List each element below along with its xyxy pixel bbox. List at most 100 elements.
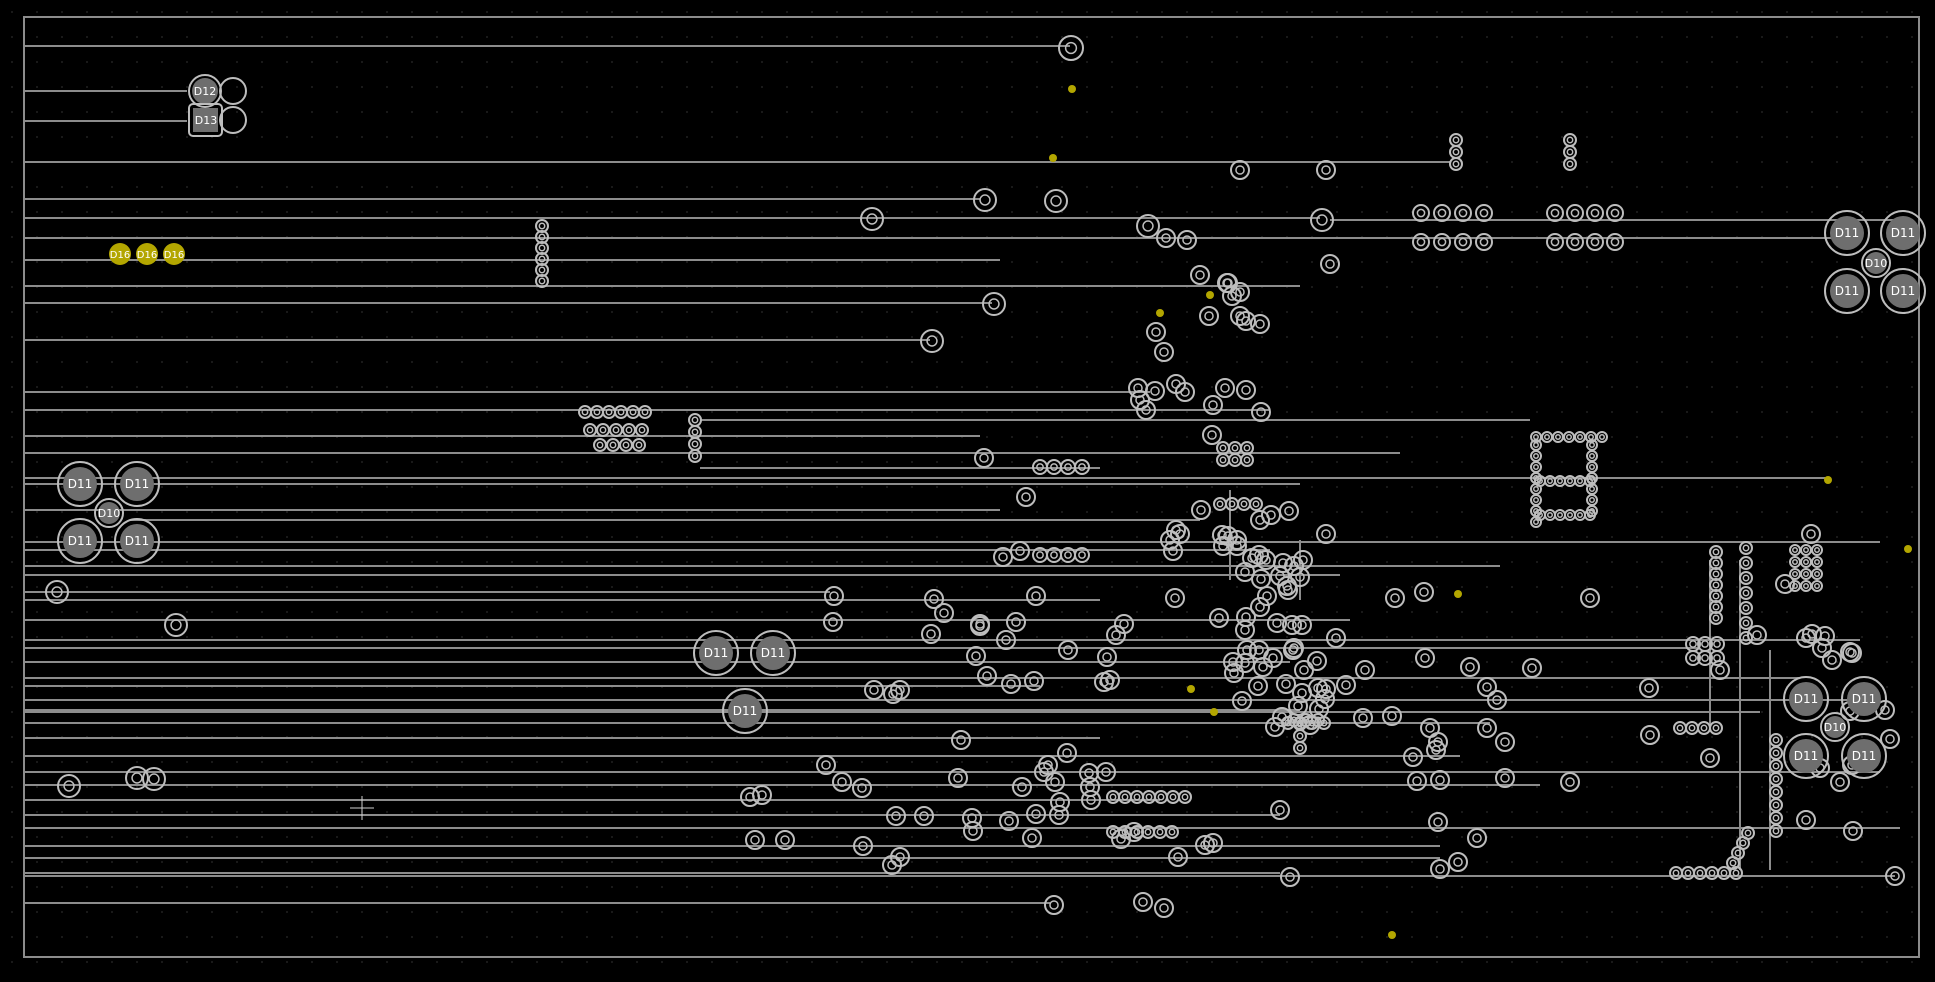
via-hole xyxy=(1437,208,1447,218)
via-hole xyxy=(1458,208,1468,218)
via-hole xyxy=(617,408,625,416)
via-hole xyxy=(538,233,546,241)
via-hole xyxy=(1063,645,1073,655)
via-ring xyxy=(775,830,795,850)
via-ring xyxy=(1739,631,1753,645)
component-label: D11 xyxy=(1852,749,1877,763)
via-hole xyxy=(1792,559,1798,565)
via-hole xyxy=(1247,553,1257,563)
via-ring xyxy=(974,448,994,468)
via-ring xyxy=(635,423,649,437)
via-ring xyxy=(1580,588,1600,608)
via-hole xyxy=(1732,869,1740,877)
via-hole xyxy=(1169,793,1177,801)
via-ring xyxy=(966,646,986,666)
via-hole xyxy=(1742,589,1750,597)
via-ring xyxy=(1178,790,1192,804)
via-hole xyxy=(1590,208,1600,218)
via-hole xyxy=(1204,311,1214,321)
via-hole xyxy=(1208,400,1218,410)
via-hole xyxy=(1772,749,1780,757)
via-ring xyxy=(1282,615,1302,635)
via-hole xyxy=(1567,478,1573,484)
via-hole xyxy=(1255,319,1265,329)
via-ring xyxy=(1885,866,1905,886)
via-ring xyxy=(1293,741,1307,755)
pad-outline xyxy=(1783,676,1829,722)
via-ring xyxy=(142,767,166,791)
via-hole xyxy=(1712,724,1720,732)
via-hole xyxy=(1116,834,1126,844)
via-hole xyxy=(926,335,938,347)
board-outline xyxy=(23,16,1920,958)
pad-fill xyxy=(699,636,733,670)
via-ring xyxy=(1769,824,1783,838)
via-ring xyxy=(1166,520,1186,540)
via-hole xyxy=(1739,839,1747,847)
via-hole xyxy=(1492,695,1502,705)
via-hole xyxy=(1772,736,1780,744)
via-hole xyxy=(1433,817,1443,827)
via-ring xyxy=(1256,550,1276,570)
via-hole xyxy=(1223,278,1233,288)
via-ring xyxy=(1697,650,1713,666)
via-ring xyxy=(1320,254,1340,274)
via-ring xyxy=(1454,233,1472,251)
via-hole xyxy=(1255,602,1265,612)
via-ring xyxy=(1815,626,1835,646)
via-ring xyxy=(688,449,702,463)
via-hole xyxy=(939,608,949,618)
via-ring xyxy=(1822,650,1842,670)
via-hole xyxy=(1544,434,1550,440)
via-ring xyxy=(948,768,968,788)
via-hole xyxy=(1527,663,1537,673)
via-hole xyxy=(1170,593,1180,603)
via-hole xyxy=(1285,872,1295,882)
via-ring xyxy=(1709,650,1725,666)
via-hole xyxy=(1465,662,1475,672)
via-ring xyxy=(57,774,81,798)
highlight-dot xyxy=(1824,476,1832,484)
pad-outline xyxy=(57,518,103,564)
via-hole xyxy=(1241,385,1251,395)
via-hole xyxy=(1533,442,1539,448)
via-hole xyxy=(148,773,160,785)
via-hole xyxy=(1237,696,1247,706)
via-ring xyxy=(864,680,884,700)
via-ring xyxy=(1166,374,1186,394)
via-hole xyxy=(1715,665,1725,675)
via-hole xyxy=(1453,857,1463,867)
via-hole xyxy=(1109,793,1117,801)
via-ring xyxy=(1880,729,1900,749)
via-hole xyxy=(780,835,790,845)
via-hole xyxy=(593,408,601,416)
via-hole xyxy=(1412,776,1422,786)
via-hole xyxy=(1479,237,1489,247)
via-ring xyxy=(1596,431,1608,443)
pad-outline xyxy=(219,77,247,105)
via-hole xyxy=(1173,852,1183,862)
via-ring xyxy=(1284,638,1304,658)
via-hole xyxy=(1258,662,1268,672)
via-hole xyxy=(1256,407,1266,417)
via-ring xyxy=(1811,568,1823,580)
via-ring xyxy=(1280,867,1300,887)
via-hole xyxy=(1472,833,1482,843)
via-hole xyxy=(1031,591,1041,601)
via-hole xyxy=(1557,512,1563,518)
via-hole xyxy=(538,266,546,274)
via-hole xyxy=(1547,512,1553,518)
via-hole xyxy=(1099,677,1109,687)
via-hole xyxy=(1039,767,1049,777)
via-hole xyxy=(895,685,905,695)
via-hole xyxy=(1713,654,1721,662)
via-hole xyxy=(1275,805,1285,815)
via-hole xyxy=(828,617,838,627)
via-ring xyxy=(1586,233,1604,251)
via-hole xyxy=(1712,603,1720,611)
via-hole xyxy=(1500,773,1510,783)
via-hole xyxy=(919,811,929,821)
